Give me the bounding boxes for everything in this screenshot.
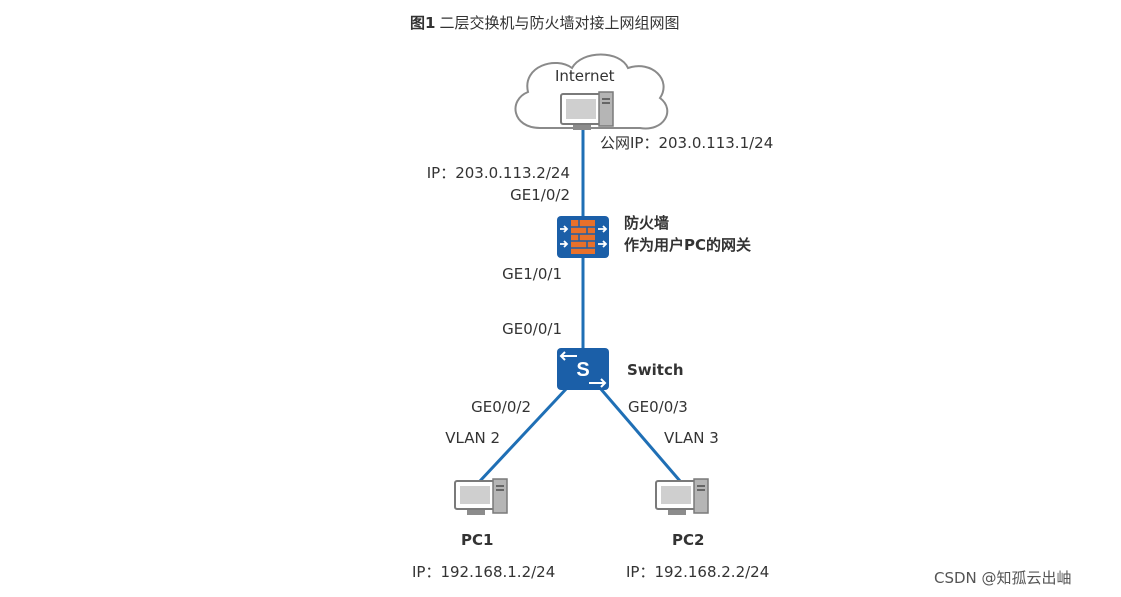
pc2-computer-icon — [655, 478, 709, 515]
switch-uplink-port: GE0/0/1 — [502, 320, 562, 338]
pc2-name: PC2 — [672, 531, 705, 549]
firewall-uplink-port: GE1/0/2 — [510, 186, 570, 204]
switch-left-port: GE0/0/2 — [471, 398, 531, 416]
internet-label: Internet — [555, 67, 615, 85]
figure-number: 图1 — [410, 14, 436, 32]
pc1-ip: IP：192.168.1.2/24 — [412, 563, 556, 581]
link-switch-pc1 — [478, 386, 569, 483]
firewall-description: 作为用户PC的网关 — [624, 236, 752, 254]
firewall-uplink-ip: IP：203.0.113.2/24 — [426, 164, 570, 182]
link-switch-pc2 — [598, 387, 682, 482]
cloud-icon — [514, 53, 669, 130]
watermark: CSDN @知孤云出岫 — [934, 569, 1072, 587]
firewall-downlink-port: GE1/0/1 — [502, 265, 562, 283]
firewall-icon — [557, 216, 609, 258]
public-ip-label: 公网IP：203.0.113.1/24 — [600, 134, 774, 152]
figure-title: 二层交换机与防火墙对接上网组网图 — [439, 14, 680, 32]
pc1-computer-icon — [454, 478, 508, 515]
vlan3-label: VLAN 3 — [664, 429, 719, 447]
switch-name: Switch — [627, 361, 684, 379]
pc2-ip: IP：192.168.2.2/24 — [626, 563, 770, 581]
svg-text:S: S — [576, 359, 589, 381]
pc1-name: PC1 — [461, 531, 494, 549]
firewall-name: 防火墙 — [624, 214, 670, 232]
switch-right-port: GE0/0/3 — [628, 398, 688, 416]
switch-icon: S — [557, 348, 609, 390]
internet-computer-icon — [560, 91, 614, 130]
vlan2-label: VLAN 2 — [445, 429, 500, 447]
